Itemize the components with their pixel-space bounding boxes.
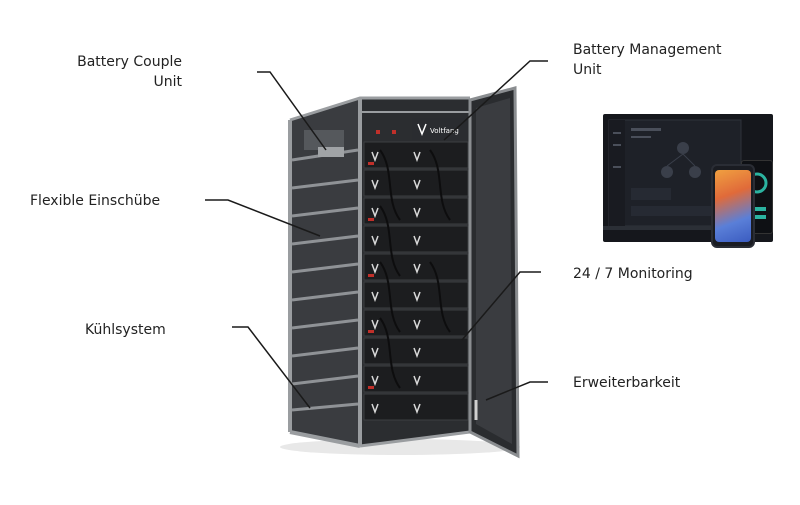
label-erweiterbarkeit: Erweiterbarkeit <box>573 375 681 391</box>
brand-logo: Voltfang <box>430 127 459 135</box>
label-battery-couple-unit: Battery Couple Unit <box>77 54 182 90</box>
smartphone-app-image <box>711 164 755 248</box>
label-flexible-einschuebe: Flexible Einschübe <box>30 193 161 209</box>
label-battery-management-unit: Battery Management Unit <box>573 42 722 78</box>
label-kuehlsystem: Kühlsystem <box>85 322 166 338</box>
label-monitoring: 24 / 7 Monitoring <box>573 266 693 282</box>
